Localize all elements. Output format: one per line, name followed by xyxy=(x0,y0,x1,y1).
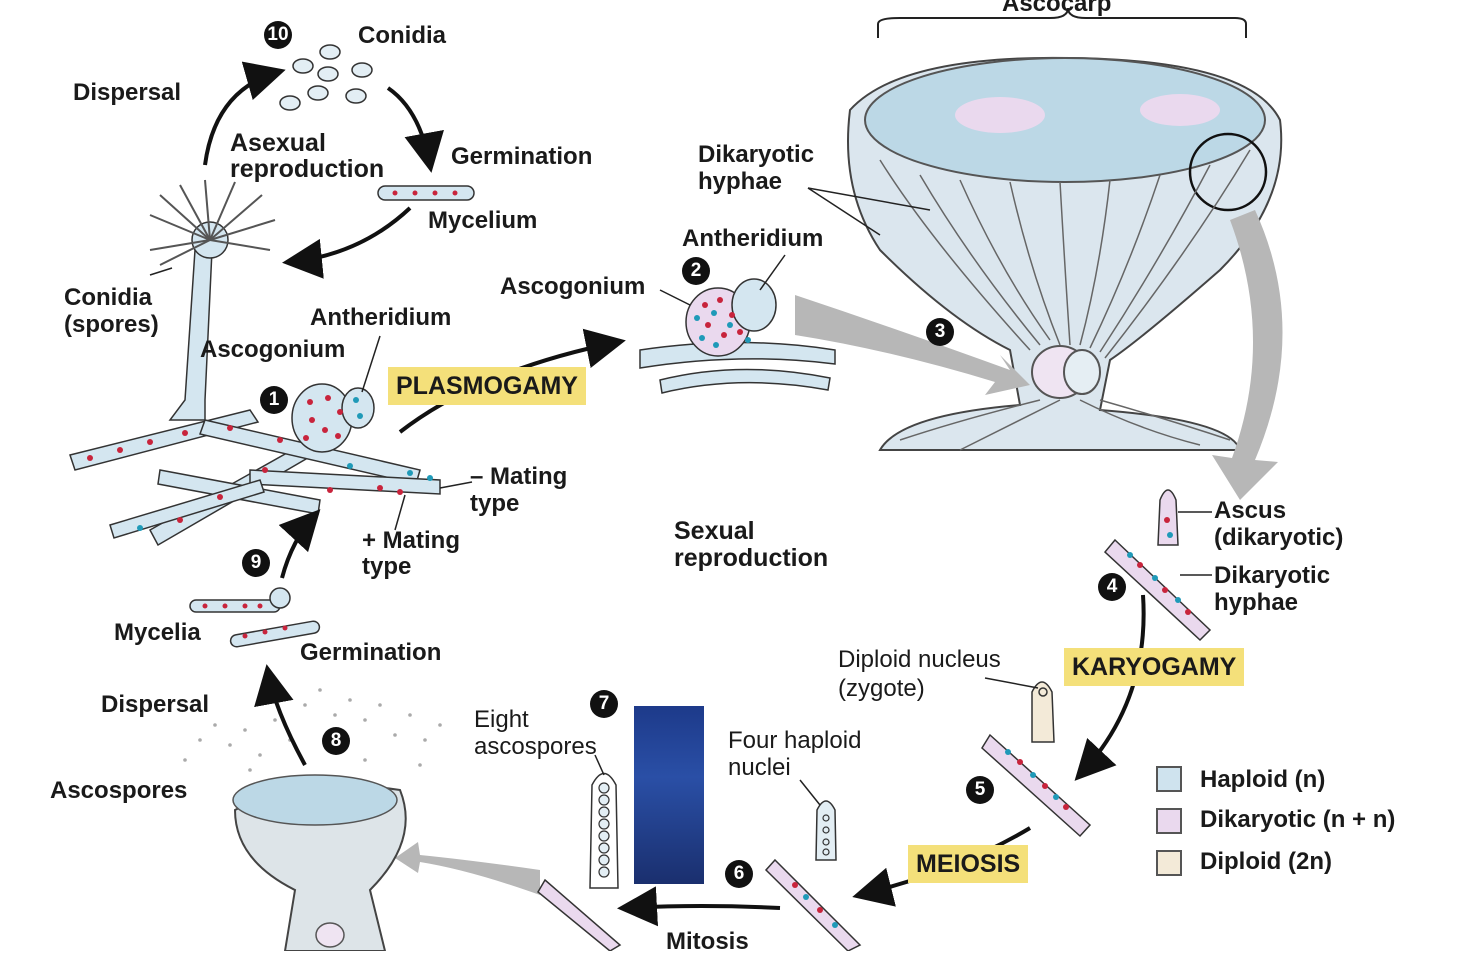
label-ascus-2: (dikaryotic) xyxy=(1214,524,1344,551)
stage-plasmogamy: PLASMOGAMY xyxy=(388,367,586,405)
label-ascospores: Ascospores xyxy=(50,777,188,804)
step-marker-2: 2 xyxy=(682,257,710,285)
label-diploid-nucleus-2: (zygote) xyxy=(838,675,925,702)
label-germination-top: Germination xyxy=(451,143,593,170)
legend-swatch-dikaryotic xyxy=(1156,808,1182,834)
ascus-right-figure xyxy=(1103,489,1212,642)
label-antheridium-mid: Antheridium xyxy=(682,225,824,252)
label-dikaryotic-hyphae-top-2: hyphae xyxy=(698,168,783,195)
ascogonium-middle-figure xyxy=(639,278,836,394)
conidia-cluster xyxy=(279,44,373,111)
legend-swatch-diploid xyxy=(1156,850,1182,876)
label-dikaryotic-hyphae-right-1: Dikaryotic xyxy=(1214,562,1331,589)
germinating-mycelium-top xyxy=(377,185,475,201)
label-asexual-reproduction-2: reproduction xyxy=(230,155,385,183)
label-conidia-spores-2: (spores) xyxy=(64,311,159,338)
ascocarp-small xyxy=(232,774,407,951)
step-marker-7: 7 xyxy=(590,690,618,718)
label-sexual-reproduction-1: Sexual xyxy=(674,517,755,545)
step-marker-10: 10 xyxy=(264,21,292,49)
label-plus-mating-type-1: + Mating xyxy=(362,527,461,554)
step-marker-9: 9 xyxy=(242,549,270,577)
legend-label-diploid: Diploid (2n) xyxy=(1200,848,1332,875)
label-diploid-nucleus-1: Diploid nucleus xyxy=(838,646,1001,673)
label-dikaryotic-hyphae-right-2: hyphae xyxy=(1214,589,1299,616)
mycelium-nuclei-left xyxy=(87,425,433,531)
ascus-micrograph xyxy=(634,706,704,884)
conidiophore xyxy=(149,179,276,421)
ascogonium-left-figure xyxy=(291,383,375,453)
stage-meiosis: MEIOSIS xyxy=(908,845,1029,883)
stage-karyogamy: KARYOGAMY xyxy=(1064,648,1245,686)
step-marker-6: 6 xyxy=(725,860,753,888)
label-mycelia: Mycelia xyxy=(114,619,201,646)
legend-swatch-haploid xyxy=(1156,766,1182,792)
label-dispersal-bottom: Dispersal xyxy=(101,691,210,718)
label-ascocarp: Ascocarp xyxy=(1002,0,1112,17)
gray-arrow-to-small-ascocarp xyxy=(395,842,540,895)
legend-label-dikaryotic: Dikaryotic (n + n) xyxy=(1200,806,1396,833)
step-marker-5: 5 xyxy=(966,776,994,804)
arrow-germination-bottom xyxy=(278,509,321,579)
arrow-karyogamy xyxy=(1074,594,1146,781)
arrow-mycelium-to-conidiophore xyxy=(282,206,412,279)
label-sexual-reproduction-2: reproduction xyxy=(674,544,829,572)
label-ascogonium-left: Ascogonium xyxy=(200,336,346,363)
label-eight-ascospores-2: ascospores xyxy=(474,733,597,760)
mycelium-network-left xyxy=(69,409,441,547)
label-dispersal-top: Dispersal xyxy=(73,79,182,106)
label-asexual-reproduction-1: Asexual xyxy=(230,129,326,157)
label-four-haploid-1: Four haploid xyxy=(728,727,862,754)
label-germination-bottom: Germination xyxy=(300,639,442,666)
label-ascogonium-mid: Ascogonium xyxy=(500,273,646,300)
step-marker-3: 3 xyxy=(926,318,954,346)
label-plus-mating-type-2: type xyxy=(362,553,412,580)
step-marker-1: 1 xyxy=(260,386,288,414)
four-nuclei-ascus-figure xyxy=(764,800,862,951)
arrow-dispersal-top xyxy=(203,61,286,166)
label-antheridium-left: Antheridium xyxy=(310,304,452,331)
label-conidia-top: Conidia xyxy=(358,22,446,49)
label-conidia-spores-1: Conidia xyxy=(64,284,152,311)
label-ascus-1: Ascus xyxy=(1214,497,1287,524)
label-minus-mating-type-2: type xyxy=(470,490,520,517)
label-eight-ascospores-1: Eight xyxy=(474,706,529,733)
gray-arrow-to-ascus xyxy=(1212,210,1283,500)
ascocarp-bracket xyxy=(877,7,1247,38)
ascocarp-hyphae-lines xyxy=(879,149,1251,451)
arrow-dispersal-bottom xyxy=(254,664,307,766)
mycelia-bottom xyxy=(189,587,321,648)
diploid-ascus-figure xyxy=(981,681,1092,838)
leader-lines xyxy=(149,187,1212,806)
ascospore-dispersal-cloud xyxy=(183,688,442,772)
legend-label-haploid: Haploid (n) xyxy=(1200,766,1326,793)
label-dikaryotic-hyphae-top-1: Dikaryotic xyxy=(698,141,815,168)
step-marker-4: 4 xyxy=(1098,573,1126,601)
arrow-mitosis xyxy=(617,886,781,927)
label-mycelium: Mycelium xyxy=(428,207,538,234)
gray-arrow-to-ascocarp xyxy=(795,295,1030,395)
eight-ascospores-ascus-figure xyxy=(537,772,622,951)
arrow-germination-top xyxy=(386,86,444,173)
step-marker-8: 8 xyxy=(322,727,350,755)
label-minus-mating-type-1: – Mating xyxy=(470,463,568,490)
label-four-haploid-2: nuclei xyxy=(728,754,791,781)
